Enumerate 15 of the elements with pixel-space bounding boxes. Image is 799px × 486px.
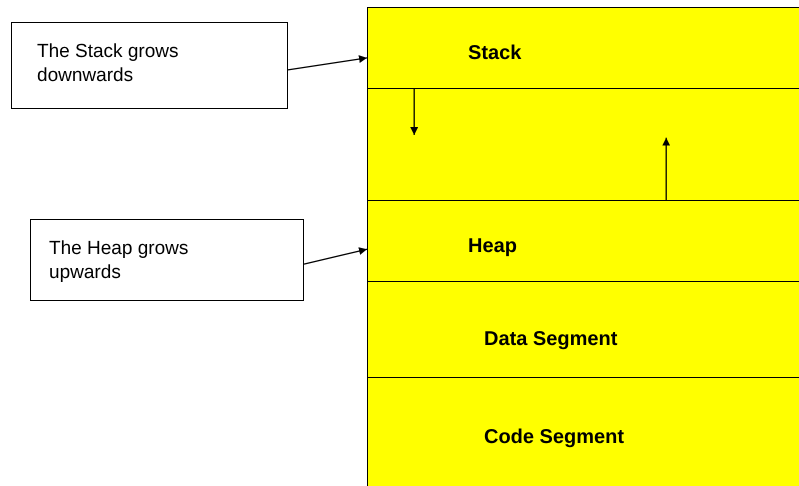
arrow	[288, 55, 368, 70]
memory-segment	[367, 200, 799, 282]
segment-label: Stack	[468, 42, 522, 65]
arrow	[410, 89, 418, 135]
memory-segment	[367, 377, 799, 486]
callout-box: The Heap grows upwards	[30, 219, 304, 301]
segment-label: Code Segment	[484, 426, 624, 449]
segment-label: Heap	[468, 235, 517, 258]
memory-segment	[367, 88, 799, 201]
arrow	[304, 247, 368, 265]
segment-label: Data Segment	[484, 328, 618, 351]
callout-box: The Stack grows downwards	[11, 22, 288, 109]
memory-segment	[367, 7, 799, 89]
memory-segment	[367, 281, 799, 378]
arrow	[662, 138, 670, 200]
